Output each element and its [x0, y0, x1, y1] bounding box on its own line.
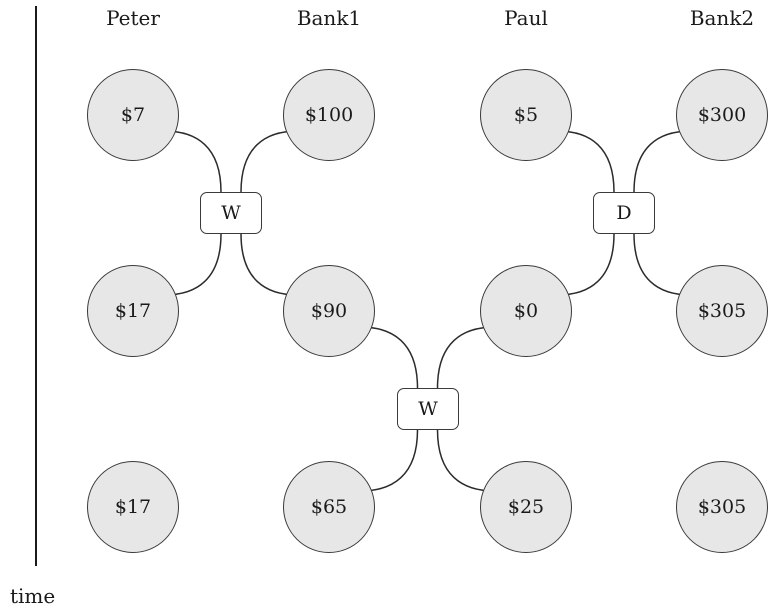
balance-node-paul-t0: $5 — [480, 69, 572, 161]
balance-node-paul-t1: $0 — [480, 265, 572, 357]
balance-node-bank2-t0: $300 — [676, 69, 768, 161]
balance-node-paul-t2: $25 — [480, 461, 572, 553]
balance-node-peter-t2: $17 — [87, 461, 179, 553]
operation-withdraw-peter-bank1: W — [200, 192, 262, 234]
connector-op0-0 — [165, 130, 222, 193]
connector-op1-3 — [633, 233, 690, 296]
balance-node-bank1-t2: $65 — [283, 461, 375, 553]
column-header-paul: Paul — [504, 6, 548, 30]
balance-node-bank1-t1: $90 — [283, 265, 375, 357]
time-axis-label: time — [10, 584, 56, 608]
connector-op2-2 — [361, 429, 419, 492]
balance-node-peter-t1: $17 — [87, 265, 179, 357]
connector-op2-3 — [436, 429, 494, 492]
connector-op2-1 — [436, 326, 494, 389]
operation-withdraw-bank1-paul: W — [397, 388, 459, 430]
balance-node-bank2-t2: $305 — [676, 461, 768, 553]
column-header-bank1: Bank1 — [296, 6, 362, 30]
connector-op0-3 — [240, 233, 297, 296]
balance-node-bank1-t0: $100 — [283, 69, 375, 161]
balance-node-peter-t0: $7 — [87, 69, 179, 161]
column-header-peter: Peter — [106, 6, 160, 30]
balance-node-bank2-t1: $305 — [676, 265, 768, 357]
connector-op1-0 — [558, 130, 615, 193]
connector-op1-2 — [558, 233, 615, 296]
column-header-bank2: Bank2 — [689, 6, 755, 30]
connector-op1-1 — [633, 130, 690, 193]
connector-op0-2 — [165, 233, 222, 296]
connector-op2-0 — [361, 326, 419, 389]
connector-op0-1 — [240, 130, 297, 193]
operation-deposit-paul-bank2: D — [593, 192, 655, 234]
